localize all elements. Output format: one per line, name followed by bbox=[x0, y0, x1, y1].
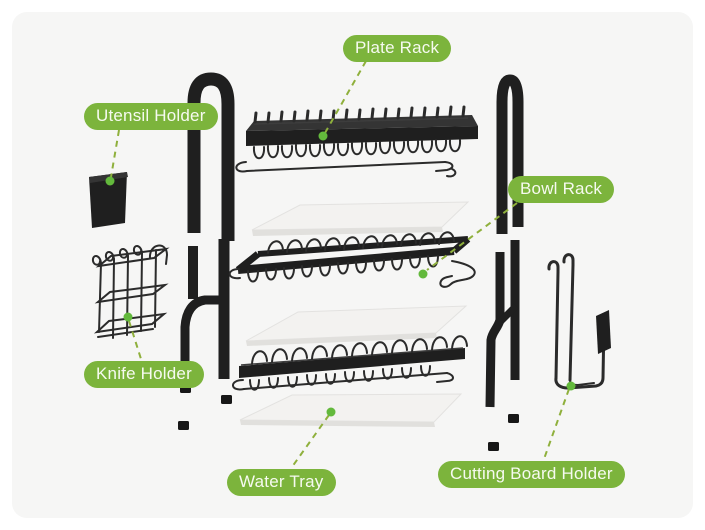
leader-line-utensil-holder bbox=[105, 129, 120, 186]
drip-tray-middle-part bbox=[245, 305, 468, 346]
label-plate-rack: Plate Rack bbox=[343, 35, 452, 63]
label-utensil-holder: Utensil Holder bbox=[84, 103, 218, 131]
leader-line-water-tray bbox=[291, 407, 336, 468]
label-water-tray: Water Tray bbox=[227, 469, 336, 497]
diagram-card bbox=[12, 12, 693, 518]
label-cutting-board-holder: Cutting Board Holder bbox=[438, 461, 625, 489]
plate-rack-part bbox=[235, 105, 478, 178]
right-frame-part bbox=[485, 74, 524, 408]
leader-line-plate-rack bbox=[318, 60, 367, 141]
leader-line-cutting-board-holder bbox=[543, 381, 576, 460]
knife-holder-part bbox=[91, 244, 170, 339]
dish-rack-lower-part bbox=[232, 335, 468, 391]
leader-line-knife-holder bbox=[123, 312, 142, 360]
leader-line-bowl-rack bbox=[418, 202, 518, 279]
bowl-rack-part bbox=[228, 231, 476, 288]
left-frame-part bbox=[180, 72, 235, 379]
label-knife-holder: Knife Holder bbox=[84, 361, 204, 389]
cutting-board-holder-part bbox=[547, 253, 611, 390]
drip-tray-upper-part bbox=[251, 201, 470, 236]
label-bowl-rack: Bowl Rack bbox=[508, 176, 615, 204]
water-tray-part bbox=[239, 393, 463, 427]
